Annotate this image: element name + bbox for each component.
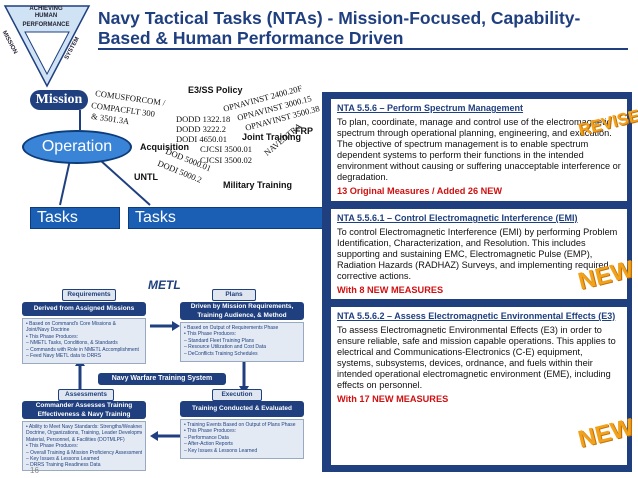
list-item: – Resource Utilization and Cost Data [184, 344, 266, 351]
logo-middle-label: PERFORMANCE [22, 22, 70, 28]
nta-heading: NTA 5.5.6.2 – Assess Electromagnetic Env… [337, 311, 616, 321]
achieving-human-performance-logo [3, 5, 91, 88]
page-number: 16 [30, 466, 39, 475]
commander-header: Commander Assesses Training Effectivenes… [22, 401, 146, 426]
driven-header: Driven by Mission Requirements, Training… [180, 302, 304, 320]
list-item: • Based on Command's Core Missions & [26, 321, 116, 327]
page-title: Navy Tactical Tasks (NTAs) - Mission-Foc… [98, 8, 628, 48]
title-line-1: Navy Tactical Tasks (NTAs) - Mission-Foc… [98, 8, 581, 28]
list-item: – Standard Fleet Training Plans [184, 337, 255, 344]
list-item: – Key Issues & Lessons Learned [184, 447, 258, 454]
driven-box: • Based on Output of Requirements Phase … [180, 322, 304, 362]
acquisition-label: Acquisition [140, 142, 189, 152]
nwts-banner: Navy Warfare Training System [98, 373, 226, 385]
title-line-2: Based & Human Performance Driven [98, 28, 404, 48]
nta-heading: NTA 5.5.6 – Perform Spectrum Management [337, 103, 524, 113]
mission-pill: Mission [30, 90, 88, 110]
title-rule [98, 48, 628, 50]
tab-execution: Execution [212, 389, 262, 401]
conducted-header: Training Conducted & Evaluated [180, 401, 304, 417]
logo-top-label: ACHIEVING HUMAN [29, 6, 63, 19]
doc-label: DODD 1322.18 [176, 114, 231, 124]
commander-box: • Ability to Meet Navy Standards: Streng… [22, 421, 146, 471]
military-training-label: Military Training [223, 180, 293, 190]
tab-requirements: Requirements [62, 289, 116, 301]
derived-header: Derived from Assigned Missions [22, 302, 146, 316]
list-item: • Based on Output of Requirements Phase [184, 325, 279, 331]
list-item: – After-Action Reports [184, 441, 233, 448]
nta-measures: With 17 NEW MEASURES [337, 394, 449, 404]
joint-training-label: Joint Training [242, 132, 302, 142]
doc-label: DODD 3222.2 [176, 124, 227, 134]
list-item: – Performance Data [184, 434, 229, 441]
nta-heading: NTA 5.5.6.1 – Control Electromagnetic In… [337, 213, 578, 223]
nta-panel-1: NTA 5.5.6 – Perform Spectrum Management … [330, 98, 628, 202]
list-item: – Commands with Role in NMETL Accomplish… [26, 346, 139, 353]
nta-body: To plan, coordinate, manage and control … [337, 117, 621, 182]
list-item: – DeConflicts Training Schedules [184, 350, 258, 357]
operation-ellipse: Operation [22, 130, 132, 164]
list-item: Doctrine, Organizations, Training, Leade… [26, 430, 142, 437]
metl-label: METL [148, 278, 181, 292]
list-item: • This Phase Produces: [26, 443, 78, 450]
nta-panel-3: NTA 5.5.6.2 – Assess Electromagnetic Env… [330, 306, 628, 466]
derived-box: • Based on Command's Core Missions & Joi… [22, 318, 146, 364]
nta-body: To assess Electromagnetic Environmental … [337, 325, 616, 390]
nta-measures: With 8 NEW MEASURES [337, 285, 444, 295]
frp-label: FRP [295, 126, 313, 136]
list-item: – Feed Navy METL data to DRRS [26, 353, 102, 360]
list-item: • Training Events Based on Output of Pla… [184, 422, 296, 428]
nta-measures: 13 Original Measures / Added 26 NEW [337, 186, 503, 196]
list-item: – NMETL Tasks, Conditions, & Standards [26, 340, 118, 347]
e3ss-policy-label: E3/SS Policy [188, 85, 243, 95]
nta-body: To control Electromagnetic Interference … [337, 227, 618, 281]
list-item: • Ability to Meet Navy Standards: Streng… [26, 424, 142, 430]
tasks-box-left: Tasks [30, 207, 120, 229]
tab-assessments: Assessments [58, 389, 114, 401]
tab-plans: Plans [212, 289, 256, 301]
doc-label: CJCSI 3500.02 [200, 155, 252, 165]
list-item: • This Phase Produces: [184, 428, 236, 435]
conducted-box: • Training Events Based on Output of Pla… [180, 419, 304, 459]
diagram-connectors [59, 110, 151, 206]
doc-label: DODI 4650.01 [176, 134, 227, 144]
list-item: Material, Personnel, & Facilities (DOTML… [26, 436, 125, 443]
nta-panel-2: NTA 5.5.6.1 – Control Electromagnetic In… [330, 208, 628, 300]
doc-label: CJCSI 3500.01 [200, 144, 252, 154]
list-item: Joint/Navy Doctrine [26, 327, 70, 334]
untl-label: UNTL [134, 172, 158, 182]
list-item: • This Phase Produces: [184, 331, 236, 338]
list-item: – Key Issues & Lessons Learned [26, 456, 100, 463]
tasks-box-right: Tasks [128, 207, 324, 229]
list-item: – DRRS Training Readiness Data [26, 462, 101, 469]
list-item: • This Phase Produces: [26, 333, 78, 340]
list-item: – Overall Training & Mission Proficiency… [26, 449, 142, 456]
